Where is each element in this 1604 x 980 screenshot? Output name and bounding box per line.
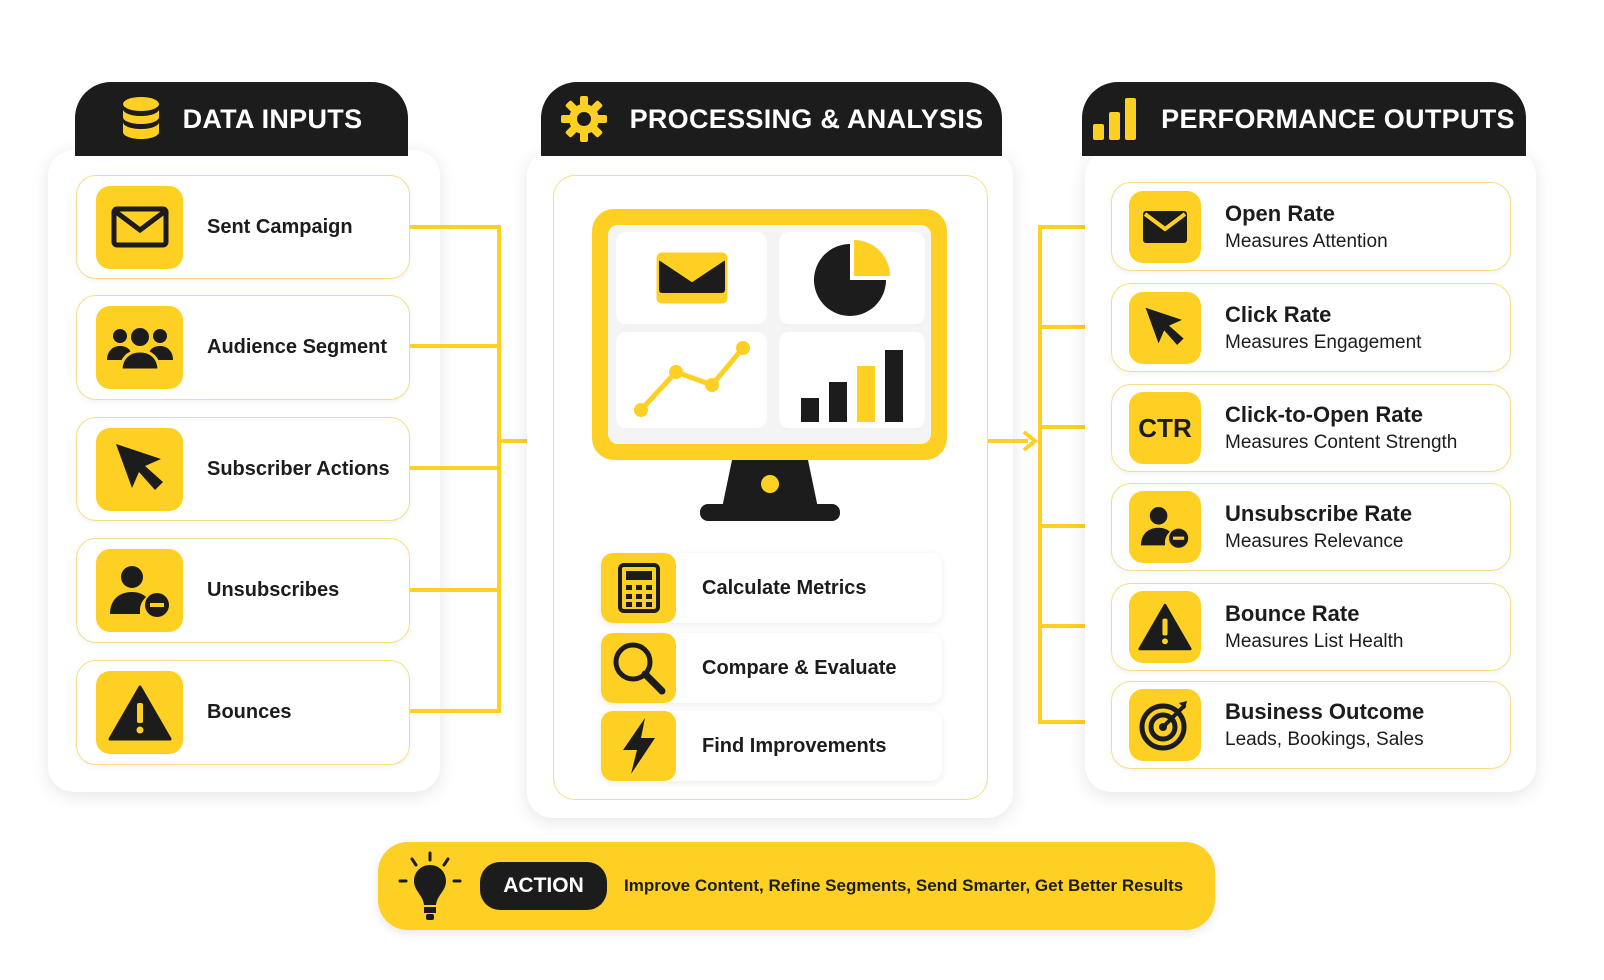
envelope-icon — [616, 232, 767, 324]
warning-icon — [96, 671, 183, 754]
outputs-header: PERFORMANCE OUTPUTS — [1082, 82, 1526, 156]
output-title: Click Rate — [1225, 301, 1332, 327]
bar-chart-icon — [1093, 98, 1137, 140]
step-label: Calculate Metrics — [702, 576, 867, 599]
output-title: Unsubscribe Rate — [1225, 501, 1413, 526]
input-label: Sent Campaign — [207, 215, 353, 238]
users-icon — [96, 306, 183, 389]
target-icon — [1129, 689, 1201, 761]
input-item-sent-campaign[interactable]: Sent Campaign — [76, 175, 410, 279]
output-subtitle: Leads, Bookings, Sales — [1225, 729, 1424, 750]
pie-chart-icon — [779, 232, 925, 324]
output-title: Bounce Rate — [1225, 601, 1360, 626]
cursor-icon — [96, 427, 183, 511]
data-inputs-header: DATA INPUTS — [75, 82, 408, 156]
envelope-icon — [96, 185, 183, 269]
output-subtitle: Measures Relevance — [1225, 531, 1404, 552]
action-badge: ACTION — [480, 862, 607, 910]
database-icon — [122, 97, 159, 139]
input-label: Audience Segment — [207, 336, 388, 358]
input-item-subscriber-actions[interactable]: Subscriber Actions — [76, 417, 410, 521]
lightbulb-icon — [398, 851, 462, 920]
step-label: Find Improvements — [702, 734, 887, 757]
step-find-improvements[interactable]: Find Improvements — [601, 711, 942, 781]
cursor-icon — [1129, 291, 1201, 364]
output-subtitle: Measures Attention — [1225, 230, 1388, 252]
warning-icon — [1129, 591, 1201, 663]
input-label: Subscriber Actions — [207, 457, 390, 480]
processing-header: PROCESSING & ANALYSIS — [541, 82, 1002, 156]
input-item-bounces[interactable]: Bounces — [76, 660, 410, 765]
magnifier-icon — [601, 633, 676, 703]
input-label: Bounces — [207, 701, 292, 723]
output-subtitle: Measures Content Strength — [1225, 432, 1458, 453]
output-title: Business Outcome — [1225, 699, 1425, 724]
step-label: Compare & Evaluate — [702, 656, 897, 679]
processing-title: PROCESSING & ANALYSIS — [629, 103, 984, 134]
action-bar: ACTION Improve Content, Refine Segments,… — [378, 842, 1215, 930]
user-minus-icon — [96, 549, 183, 632]
ctr-badge: CTR — [1129, 392, 1201, 464]
output-title: Open Rate — [1225, 200, 1336, 226]
step-calculate-metrics[interactable]: Calculate Metrics — [601, 553, 942, 623]
gear-icon — [560, 96, 607, 142]
lightning-icon — [601, 711, 676, 781]
input-item-audience-segment[interactable]: Audience Segment — [76, 295, 410, 400]
output-subtitle: Measures Engagement — [1225, 331, 1422, 353]
action-text: Improve Content, Refine Segments, Send S… — [624, 876, 1184, 895]
user-minus-icon — [1129, 491, 1201, 563]
output-subtitle: Measures List Health — [1225, 631, 1404, 652]
step-compare-evaluate[interactable]: Compare & Evaluate — [601, 633, 942, 703]
bar-chart-icon — [779, 332, 925, 428]
input-item-unsubscribes[interactable]: Unsubscribes — [76, 538, 410, 643]
data-inputs-title: DATA INPUTS — [182, 103, 363, 134]
input-label: Unsubscribes — [207, 579, 340, 601]
outputs-title: PERFORMANCE OUTPUTS — [1161, 103, 1515, 134]
output-title: Click-to-Open Rate — [1225, 402, 1424, 427]
line-chart-icon — [616, 332, 767, 428]
envelope-icon — [1129, 190, 1201, 263]
calculator-icon — [601, 553, 676, 623]
